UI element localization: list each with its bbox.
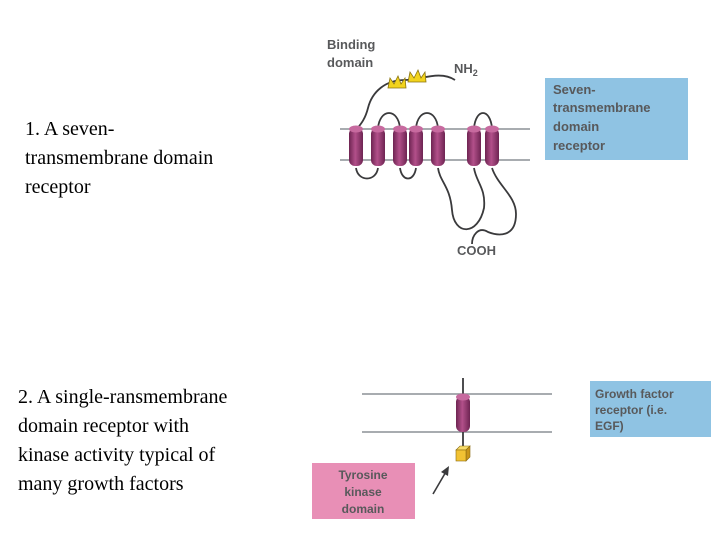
kinase-box-line2: kinase (344, 485, 382, 499)
kinase-box-line3: domain (342, 502, 385, 516)
helix-6 (467, 125, 481, 166)
arrow-icon (432, 466, 449, 495)
single-tm-diagram: Growth factor receptor (i.e. EGF) Tyrosi… (312, 378, 711, 519)
caption-seven-transmembrane: 1. A seven- transmembrane domain recepto… (25, 118, 214, 198)
growth-factor-box-line3: EGF) (595, 419, 624, 433)
helix-1 (349, 125, 363, 166)
seven-tm-box-line3: domain (553, 119, 599, 134)
helix-3 (393, 125, 407, 166)
helix-2 (371, 125, 385, 166)
binding-domain-label-line1: Binding (327, 37, 375, 52)
helix-5 (431, 125, 445, 166)
cooh-label: COOH (457, 243, 496, 258)
helix-7 (485, 125, 499, 166)
nh2-label: NH2 (454, 61, 478, 78)
polypeptide-chain (355, 74, 517, 245)
growth-factor-box-line2: receptor (i.e. (595, 403, 667, 417)
single-helix (456, 393, 470, 432)
growth-factor-box-line1: Growth factor (595, 387, 674, 401)
growth-factor-label-box (590, 381, 711, 437)
seven-tm-diagram: Binding domain NH2 COOH Seven- transmemb… (327, 37, 688, 258)
tyrosine-kinase-label-box (312, 463, 415, 519)
transmembrane-helices (349, 125, 499, 166)
caption-single-transmembrane: 2. A single-ransmembrane domain receptor… (18, 386, 228, 495)
kinase-box-line1: Tyrosine (338, 468, 387, 482)
kinase-cube-icon (455, 445, 471, 462)
ligand-crown-icon (387, 69, 427, 89)
binding-domain-label-line2: domain (327, 55, 373, 70)
seven-tm-label-box (545, 78, 688, 160)
seven-tm-box-line2: transmembrane (553, 100, 651, 115)
seven-tm-box-line1: Seven- (553, 82, 596, 97)
seven-tm-box-line4: receptor (553, 138, 605, 153)
helix-4 (409, 125, 423, 166)
